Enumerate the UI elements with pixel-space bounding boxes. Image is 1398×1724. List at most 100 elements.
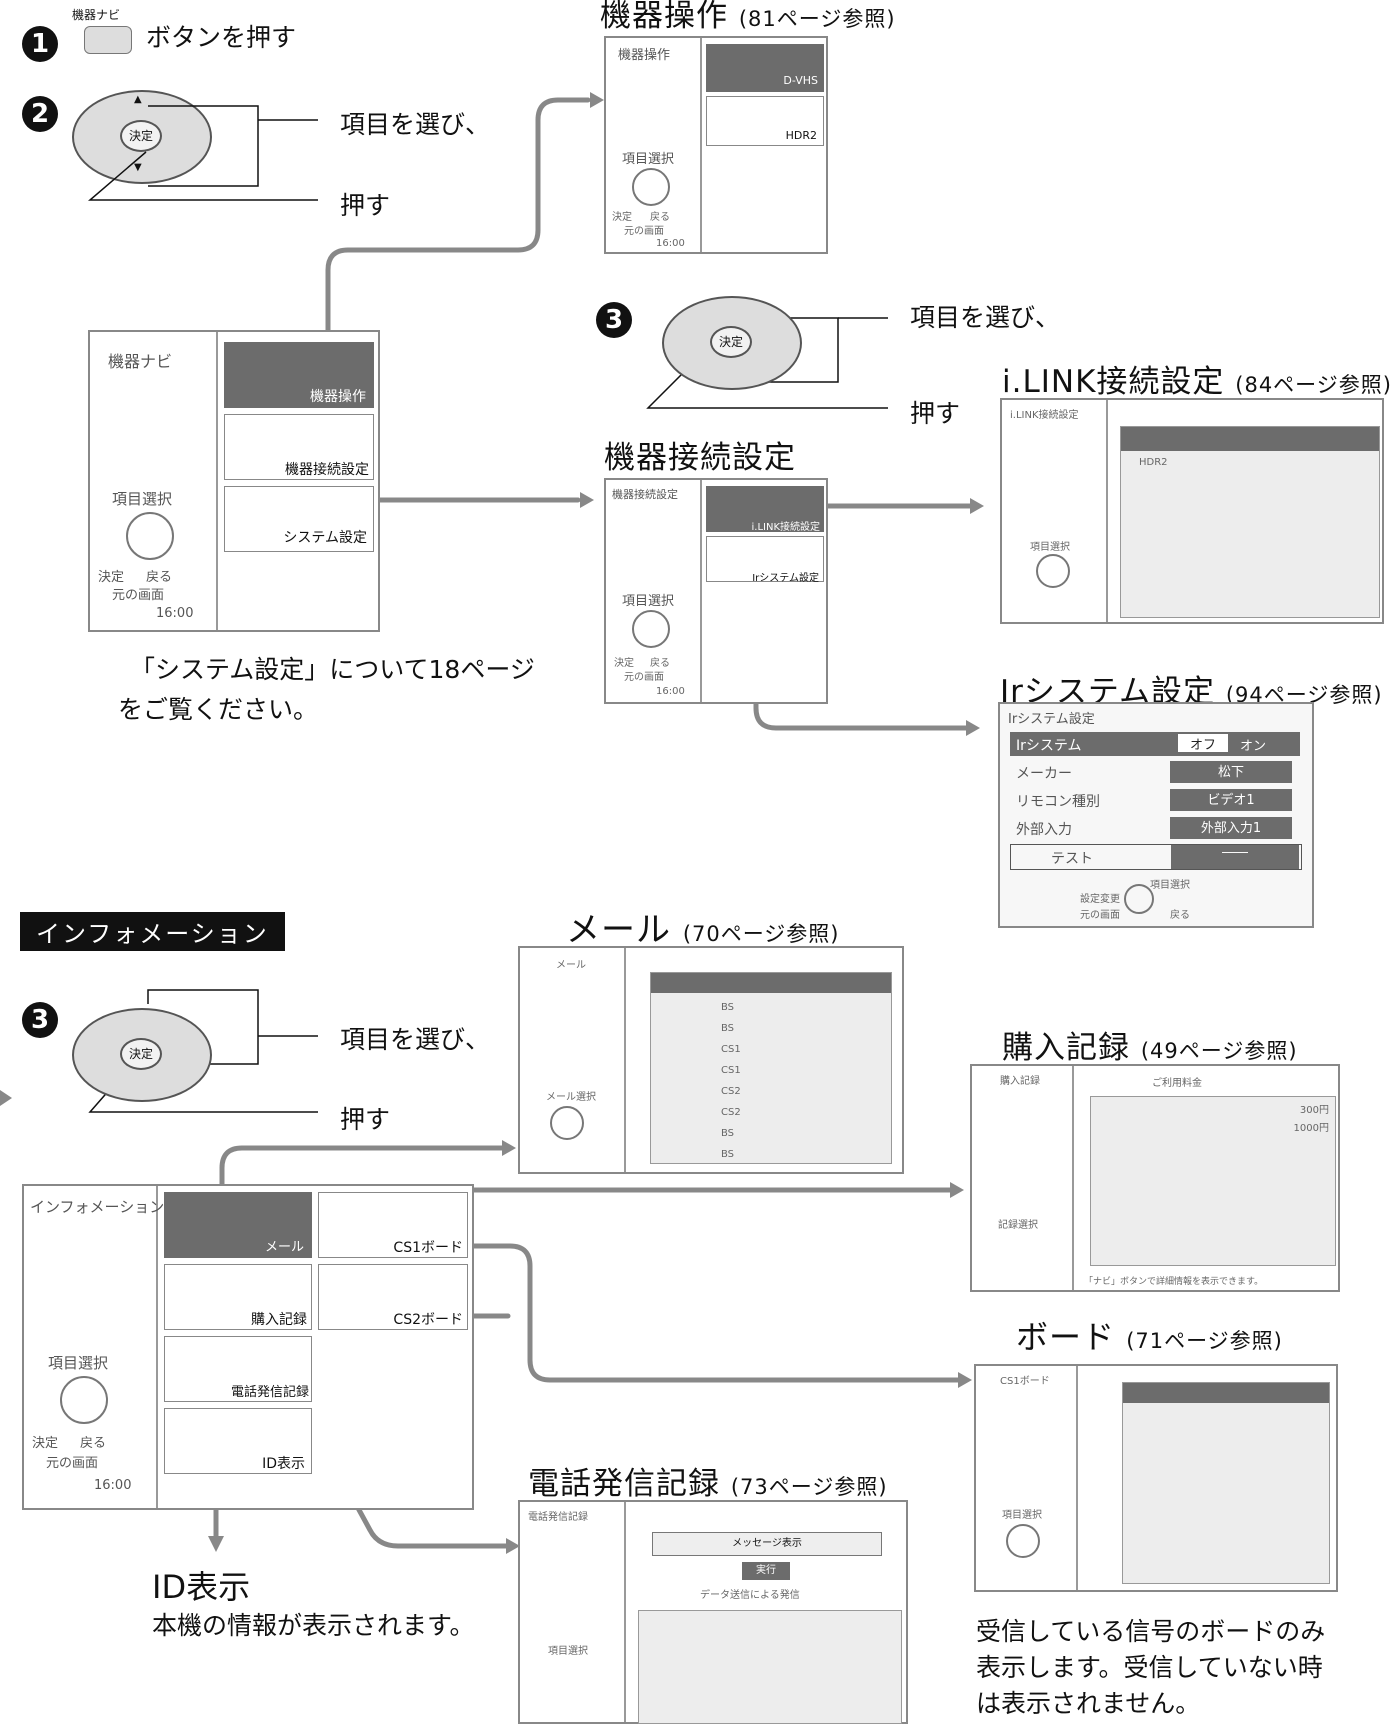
info-kounyuu-item[interactable]: 購入記録 [164,1264,312,1330]
up-arrow-icon: ▲ [134,94,142,105]
info-cs2-item[interactable]: CS2ボード [318,1264,468,1330]
ok-button[interactable]: 決定 [710,326,752,358]
denwa-sub: データ送信による発信 [700,1590,800,1601]
kiki-sousa-item[interactable]: 機器操作 [224,342,374,408]
kounyuu-screen: 購入記録 ご利用料金 300円 1000円 記録選択 「ナビ」ボタンで詳細情報を… [970,1064,1340,1292]
board-table [1122,1382,1330,1584]
ilink-item[interactable]: i.LINK接続設定 [706,486,824,533]
kounyuu-footer: 「ナビ」ボタンで詳細情報を表示できます。 [1084,1277,1264,1287]
back-text: 戻る [80,1436,107,1451]
hdr2-item[interactable]: HDR2 [706,96,824,146]
mail-row[interactable]: BS [721,1128,735,1139]
kiki-sousa-nav: 項目選択 [622,152,675,167]
kiki-setsuzoku-panel-title: 機器接続設定 [612,488,678,501]
note-system-line2: をご覧ください。 [118,695,319,724]
mail-row[interactable]: BS [721,1002,735,1013]
denwa-nav: 項目選択 [548,1646,588,1657]
time-text: 16:00 [656,238,685,249]
info-cs1-item[interactable]: CS1ボード [318,1192,468,1258]
step1-text: ボタンを押す [146,23,297,52]
mail-row[interactable]: CS1 [721,1065,741,1076]
kiki-navi-title: 機器ナビ [108,352,173,371]
mail-title: メール (70ページ参照) [566,910,840,950]
ir-footer-orig: 元の画面 [1080,910,1120,921]
enter-text: 決定 [32,1436,59,1451]
mail-row[interactable]: BS [721,1149,735,1160]
kiki-setsuzoku-screen: 機器接続設定 i.LINK接続設定 Irシステム設定 項目選択 決定 戻る 元の… [604,478,828,704]
dpad-icon [60,1376,108,1424]
board-note-line1: 受信している信号のボードのみ [976,1617,1326,1646]
info-section-label: インフォメーション [20,912,285,951]
ir-row-0[interactable]: Irシステム オフ オン [1010,732,1300,756]
enter-text: 決定 [614,658,634,669]
kounyuu-header: ご利用料金 [1152,1078,1202,1089]
info-denwa-item[interactable]: 電話発信記録 [164,1336,312,1402]
mail-row[interactable]: CS2 [721,1107,741,1118]
back-text: 戻る [146,570,173,585]
step3b-dpad[interactable]: 決定 [72,1008,212,1102]
navi-key-button[interactable] [84,26,132,54]
mail-row[interactable]: CS1 [721,1044,741,1055]
ir-row-4[interactable]: テスト ―― [1010,844,1302,870]
step3a-dpad[interactable]: 決定 [662,296,802,390]
kounyuu-panel-title: 購入記録 [1000,1076,1040,1087]
ir-footer-nav: 項目選択 [1150,880,1190,891]
ilink-title: i.LINK接続設定 (84ページ参照) [1002,364,1392,400]
dpad-icon [126,512,174,560]
denwa-screen: 電話発信記録 メッセージ表示 実行 データ送信による発信 項目選択 [518,1500,908,1724]
kiki-navi-screen: 機器ナビ 機器操作 機器接続設定 システム設定 項目選択 決定 戻る 元の画面 … [88,330,380,632]
info-screen: インフォメーション メール CS1ボード 購入記録 CS2ボード 電話発信記録 … [22,1184,474,1510]
enter-text: 決定 [612,212,632,223]
orig-text: 元の画面 [112,588,165,603]
dpad-icon [550,1106,584,1140]
ok-button[interactable]: 決定 [120,120,162,152]
ir-row-3[interactable]: 外部入力 外部入力1 [1010,816,1300,840]
enter-text: 決定 [98,570,125,585]
id-desc: 本機の情報が表示されます。 [152,1611,475,1640]
board-screen: CS1ボード 項目選択 [974,1364,1338,1592]
price1: 300円 [1299,1105,1329,1116]
ir-item[interactable]: Irシステム設定 [706,536,824,584]
kiki-navi-nav: 項目選択 [112,490,173,508]
back-text: 戻る [650,212,670,223]
board-title: ボード (71ページ参照) [1016,1318,1283,1356]
kiki-setsuzoku-item[interactable]: 機器接続設定 [224,414,374,480]
step2-number: 2 [22,96,58,132]
step2-select-text: 項目を選び、 [340,110,491,139]
kiki-sousa-title: 機器操作 (81ページ参照) [600,0,896,34]
kounyuu-table: 300円 1000円 [1090,1096,1336,1266]
dvhs-item[interactable]: D-VHS [706,44,824,92]
board-nav: 項目選択 [1002,1510,1042,1521]
dpad-icon [1006,1524,1040,1558]
ir-panel-title: Irシステム設定 [1008,712,1095,727]
time-text: 16:00 [656,686,685,697]
ok-button[interactable]: 決定 [120,1038,162,1070]
orig-text: 元の画面 [46,1456,99,1471]
ir-screen: Irシステム設定 Irシステム オフ オン メーカー 松下 リモコン種別 ビデオ… [998,702,1314,928]
step1-number: 1 [22,26,58,62]
step3b-number: 3 [22,1002,58,1038]
denwa-table [638,1610,902,1724]
navi-key-label: 機器ナビ [72,8,121,22]
system-settei-item[interactable]: システム設定 [224,486,374,552]
denwa-message-button[interactable]: メッセージ表示 [652,1532,882,1556]
kounyuu-nav: 記録選択 [998,1220,1038,1231]
mail-row[interactable]: CS2 [721,1086,741,1097]
denwa-panel-title: 電話発信記録 [528,1512,588,1523]
denwa-execute-button[interactable]: 実行 [742,1562,790,1580]
info-mail-item[interactable]: メール [164,1192,312,1258]
nav-text: 項目選択 [1030,542,1070,553]
back-text: 戻る [650,658,670,669]
mail-row[interactable]: BS [721,1023,735,1034]
ir-row-2[interactable]: リモコン種別 ビデオ1 [1010,788,1300,812]
step3a-press-text: 押す [910,399,961,428]
info-id-item[interactable]: ID表示 [164,1408,312,1474]
board-panel-title: CS1ボード [1000,1376,1050,1387]
id-title: ID表示 [152,1568,251,1606]
mail-nav: メール選択 [546,1092,596,1103]
info-title: インフォメーション [30,1198,165,1216]
time-text: 16:00 [94,1478,132,1493]
ir-row-1[interactable]: メーカー 松下 [1010,760,1300,784]
